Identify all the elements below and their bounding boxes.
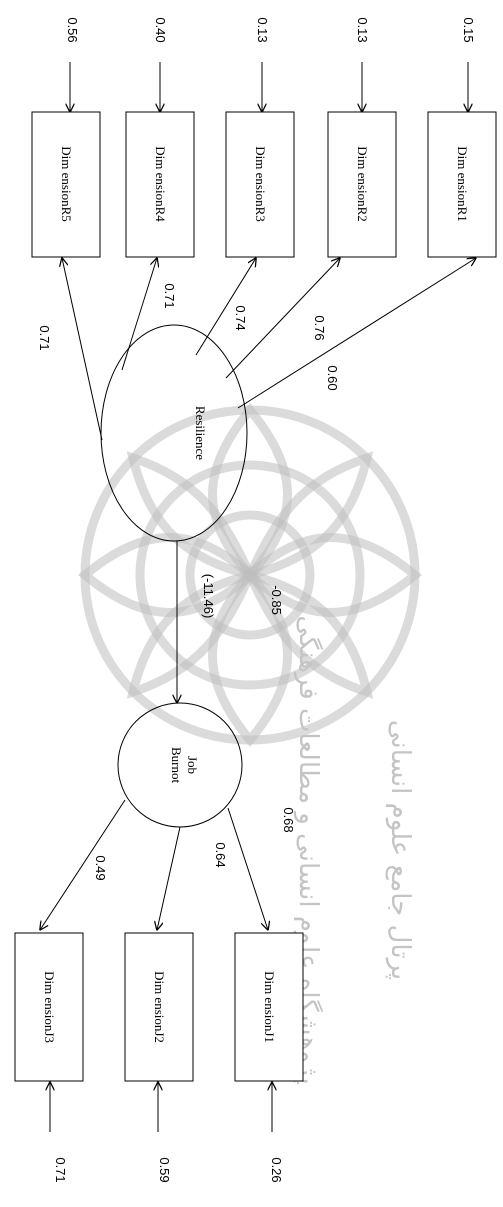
error-label-r2: 0.13 [355,17,370,42]
loading-label-r2: 0.76 [312,315,327,340]
box-dimension-j2: Dim ensionJ2 [124,932,194,1082]
path-coefficient: -0.85 [269,585,284,615]
box-dimension-j3-label: Dim ensionJ3 [42,971,57,1043]
box-dimension-r2-label: Dim ensionR2 [355,146,370,221]
box-dimension-j2-label: Dim ensionJ2 [152,971,167,1043]
box-dimension-r1-label: Dim ensionR1 [455,146,470,221]
latent-resilience [100,324,248,542]
loading-arrow-j3 [40,799,126,930]
box-dimension-r5-label: Dim ensionR5 [59,146,74,221]
watermark-logo [77,402,423,748]
error-label-r4: 0.40 [153,17,168,42]
error-label-r3: 0.13 [255,17,270,42]
box-dimension-r1: Dim ensionR1 [427,111,497,258]
loading-label-j3: 0.49 [93,855,108,880]
latent-resilience-label: Resilience [193,406,208,460]
box-dimension-r2: Dim ensionR2 [327,111,397,258]
error-label-r5: 0.56 [65,17,80,42]
loading-label-r1: 0.60 [325,365,340,390]
loading-label-r4: 0.71 [162,283,177,308]
box-dimension-r4-label: Dim ensionR4 [153,146,168,222]
loading-arrow-r3 [195,258,256,356]
loading-arrow-r2 [225,258,340,379]
loading-label-j1: 0.68 [281,807,296,832]
box-dimension-r5: Dim ensionR5 [31,111,101,258]
latent-job-burnout-line2: Burnot [169,747,184,784]
box-dimension-r4: Dim ensionR4 [125,111,195,258]
watermark-text: پژوهشگاه علوم انسانی و مطالعات فرهنگی پر… [293,615,415,1084]
loading-arrow-j2 [157,826,181,930]
loading-arrow-r4 [121,258,157,371]
box-dimension-r3: Dim ensionR3 [225,111,295,258]
error-label-j1: 0.26 [269,1157,284,1182]
error-label-j2: 0.59 [157,1157,172,1182]
loading-arrow-j1 [227,807,268,930]
latent-job-burnout-line1: Job [185,756,200,774]
watermark-line-2: پرتال جامع علوم انسانی [385,720,415,980]
box-dimension-j1: Dim ensionJ1 [234,932,304,1082]
error-label-r1: 0.15 [461,17,476,42]
loading-label-j2: 0.64 [213,842,228,867]
loading-label-r5: 0.71 [37,325,52,350]
box-dimension-j3: Dim ensionJ3 [14,932,84,1082]
path-t-value: (-11.46) [201,574,216,619]
loading-arrow-r1 [237,258,476,409]
error-label-j3: 0.71 [53,1157,68,1182]
loading-label-r3: 0.74 [233,305,248,330]
box-dimension-r3-label: Dim ensionR3 [253,146,268,221]
box-dimension-j1-label: Dim ensionJ1 [262,971,277,1043]
loading-arrow-r5 [62,258,103,441]
